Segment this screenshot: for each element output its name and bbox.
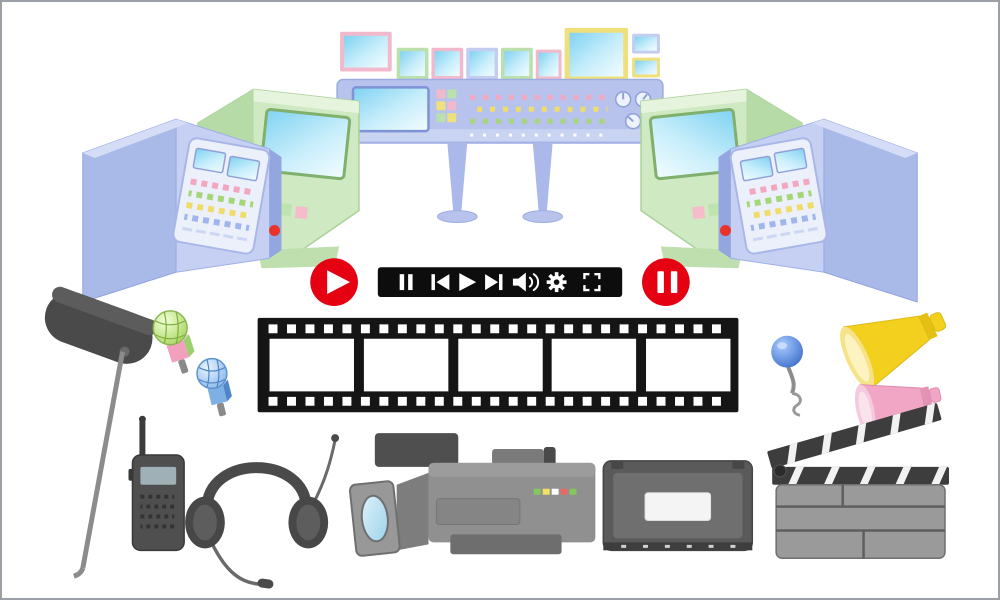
handheld-microphone-blue	[196, 357, 232, 417]
fullscreen-icon[interactable]	[583, 272, 601, 292]
headset-antenna	[311, 439, 337, 505]
camera-top-unit	[374, 433, 459, 467]
panel-screen	[192, 147, 227, 174]
lens-front	[348, 480, 401, 557]
blue-console-right	[719, 119, 918, 302]
desk-microphone	[771, 335, 803, 417]
mic-stand-pole	[80, 351, 125, 569]
blue-console-control-panel	[172, 137, 271, 255]
mixer-knobs[interactable]	[614, 91, 652, 130]
monitor-screen-large	[569, 32, 624, 77]
sticky-notes	[436, 89, 457, 123]
monitor-screen	[469, 51, 495, 77]
volume-icon[interactable]	[512, 272, 540, 292]
settings-gear-icon[interactable]	[546, 272, 567, 293]
film-frames	[269, 338, 731, 392]
clapper-board	[775, 484, 946, 560]
mic-boom-arm	[210, 542, 260, 586]
clapper-top-stick	[767, 403, 942, 469]
side-button[interactable]	[128, 468, 134, 481]
mic-cable	[791, 391, 802, 417]
vhs-cassette	[602, 460, 754, 552]
lens-glass	[360, 494, 389, 543]
lens-cone	[396, 472, 429, 551]
headband	[201, 462, 312, 510]
monitor-screen	[434, 51, 460, 77]
clapper-bottom-stick	[772, 466, 949, 485]
pause-button[interactable]	[642, 258, 690, 306]
mic-windscreen-green	[152, 310, 188, 346]
indicator-light-rows	[470, 94, 608, 137]
clapperboard	[767, 403, 949, 560]
monitor-screen	[538, 52, 559, 77]
cassette-label	[644, 492, 712, 522]
monitor-screen	[504, 51, 530, 77]
antenna	[139, 419, 146, 461]
media-control-bar	[377, 267, 623, 298]
play-icon[interactable]	[459, 273, 477, 292]
handheld-microphone-green	[152, 310, 195, 374]
walkie-talkie	[128, 415, 185, 552]
skip-next-icon[interactable]	[485, 274, 503, 291]
speaker-grille	[140, 494, 175, 529]
mixer-legs	[436, 143, 564, 224]
player-controls	[310, 258, 690, 306]
blue-console-left	[82, 118, 282, 303]
center-mixing-console	[336, 27, 664, 224]
red-power-button[interactable]	[269, 225, 280, 236]
play-button[interactable]	[310, 258, 358, 306]
viewfinder	[492, 449, 544, 467]
video-camera	[348, 433, 596, 557]
indicator-strip	[533, 488, 577, 495]
pause-icon[interactable]	[399, 274, 413, 291]
boom-mic-capsule	[257, 578, 274, 589]
clapper-hinge	[773, 464, 787, 478]
monitor-screen	[635, 60, 657, 75]
monitor-screen	[344, 35, 388, 68]
panel-screen	[226, 155, 261, 182]
play-icon	[327, 270, 351, 295]
pause-icon	[657, 271, 678, 294]
headset-with-microphone	[185, 434, 340, 589]
walkie-screen	[140, 466, 177, 485]
mixer-desk-lower-strip	[339, 129, 661, 142]
skip-previous-icon[interactable]	[431, 274, 450, 291]
monitor-screen	[635, 36, 657, 51]
monitor-wall	[340, 27, 660, 82]
film-strip	[257, 317, 739, 413]
yellow-megaphone	[840, 312, 947, 390]
boom-microphone	[44, 286, 158, 579]
mic-windscreen-blue	[196, 357, 228, 390]
mixer-screen	[351, 86, 430, 133]
camera-base	[450, 534, 562, 555]
green-console-screen	[259, 107, 352, 181]
monitor-screen	[400, 51, 426, 77]
panel-button-rows[interactable]	[182, 178, 256, 242]
